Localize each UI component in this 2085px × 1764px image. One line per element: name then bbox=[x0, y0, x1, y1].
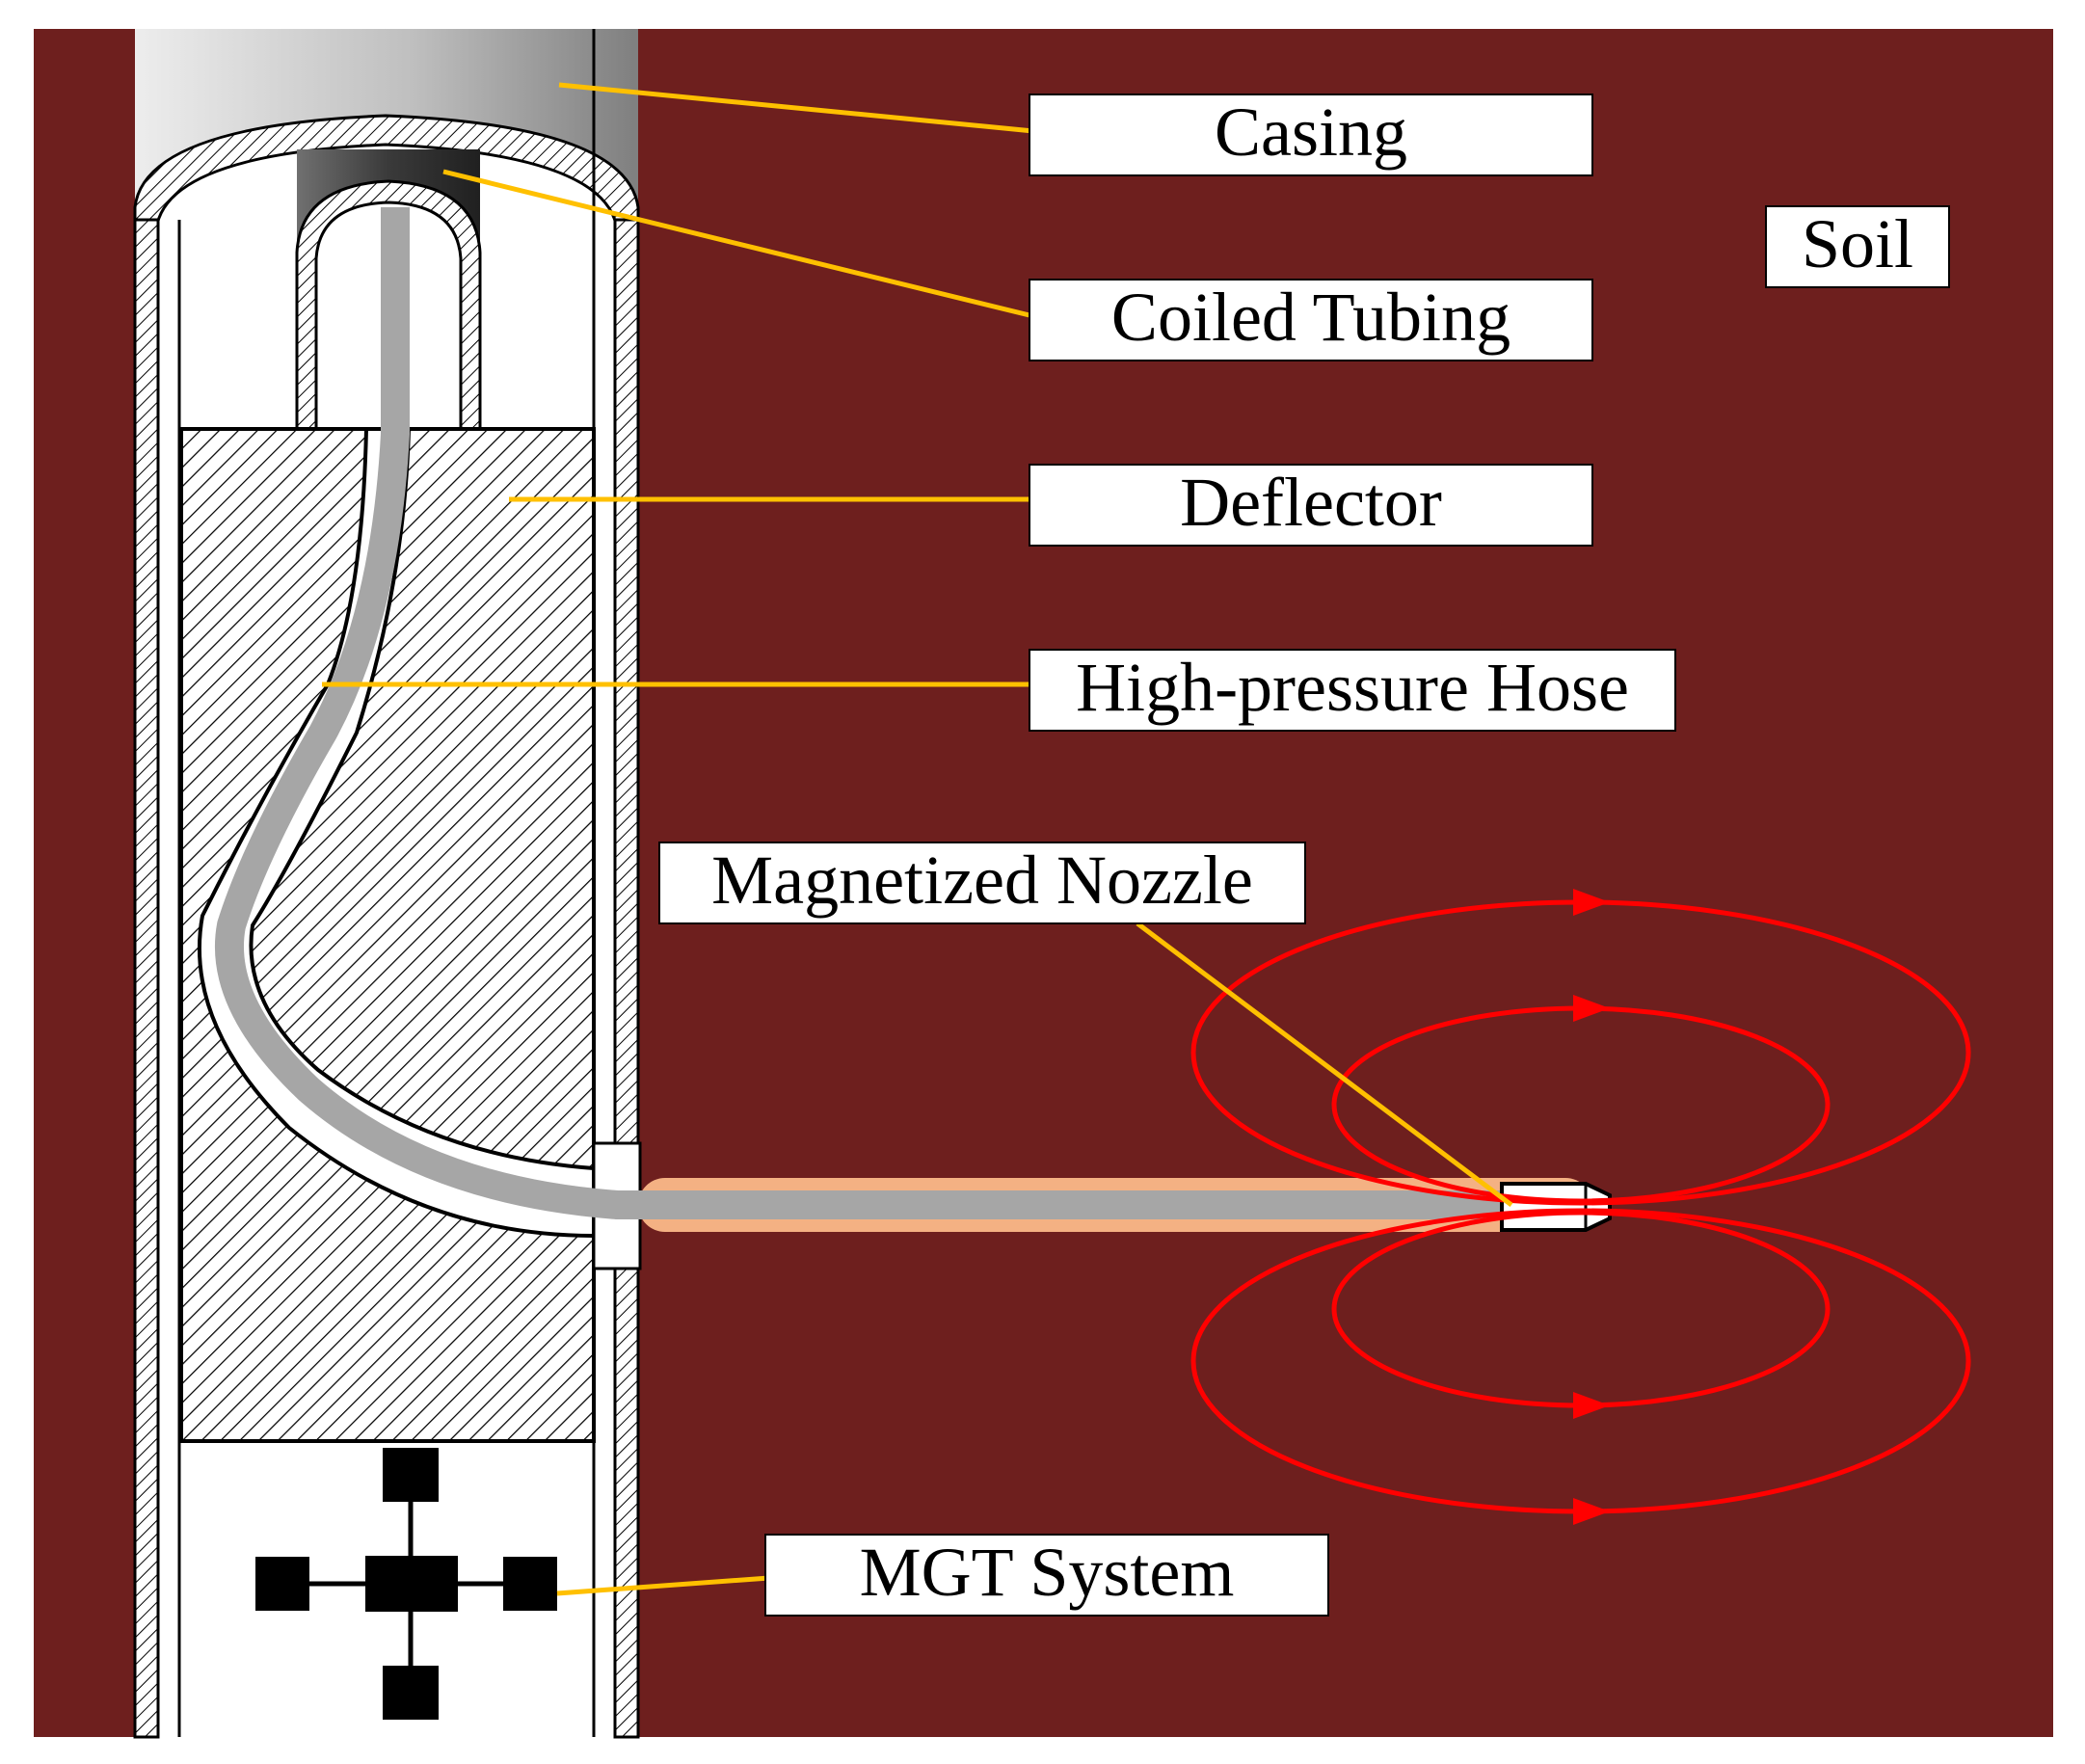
svg-text:Deflector: Deflector bbox=[1180, 464, 1442, 541]
label-deflector: Deflector bbox=[1029, 464, 1593, 547]
svg-text:Coiled Tubing: Coiled Tubing bbox=[1111, 279, 1510, 356]
label-casing: Casing bbox=[1029, 94, 1593, 176]
casing-wall-left bbox=[133, 218, 160, 1739]
label-mgt-system: MGT System bbox=[764, 1534, 1329, 1617]
svg-text:MGT System: MGT System bbox=[860, 1534, 1235, 1611]
casing-wall-right-lower bbox=[613, 1266, 640, 1739]
label-soil: Soil bbox=[1765, 205, 1950, 288]
svg-text:Magnetized Nozzle: Magnetized Nozzle bbox=[711, 842, 1253, 919]
magnetized-nozzle bbox=[1500, 1182, 1612, 1232]
svg-text:Casing: Casing bbox=[1215, 94, 1407, 171]
label-coiled-tubing: Coiled Tubing bbox=[1029, 279, 1593, 361]
label-high-pressure-hose: High-pressure Hose bbox=[1029, 649, 1676, 732]
svg-text:Soil: Soil bbox=[1802, 205, 1913, 282]
mgt-system-icon bbox=[255, 1448, 557, 1720]
high-pressure-hose bbox=[214, 207, 1542, 1219]
svg-text:High-pressure Hose: High-pressure Hose bbox=[1076, 649, 1629, 726]
leader-lines bbox=[322, 82, 1513, 1596]
field-arrow-icons bbox=[1573, 889, 1610, 1525]
label-magnetized-nozzle: Magnetized Nozzle bbox=[658, 842, 1306, 924]
